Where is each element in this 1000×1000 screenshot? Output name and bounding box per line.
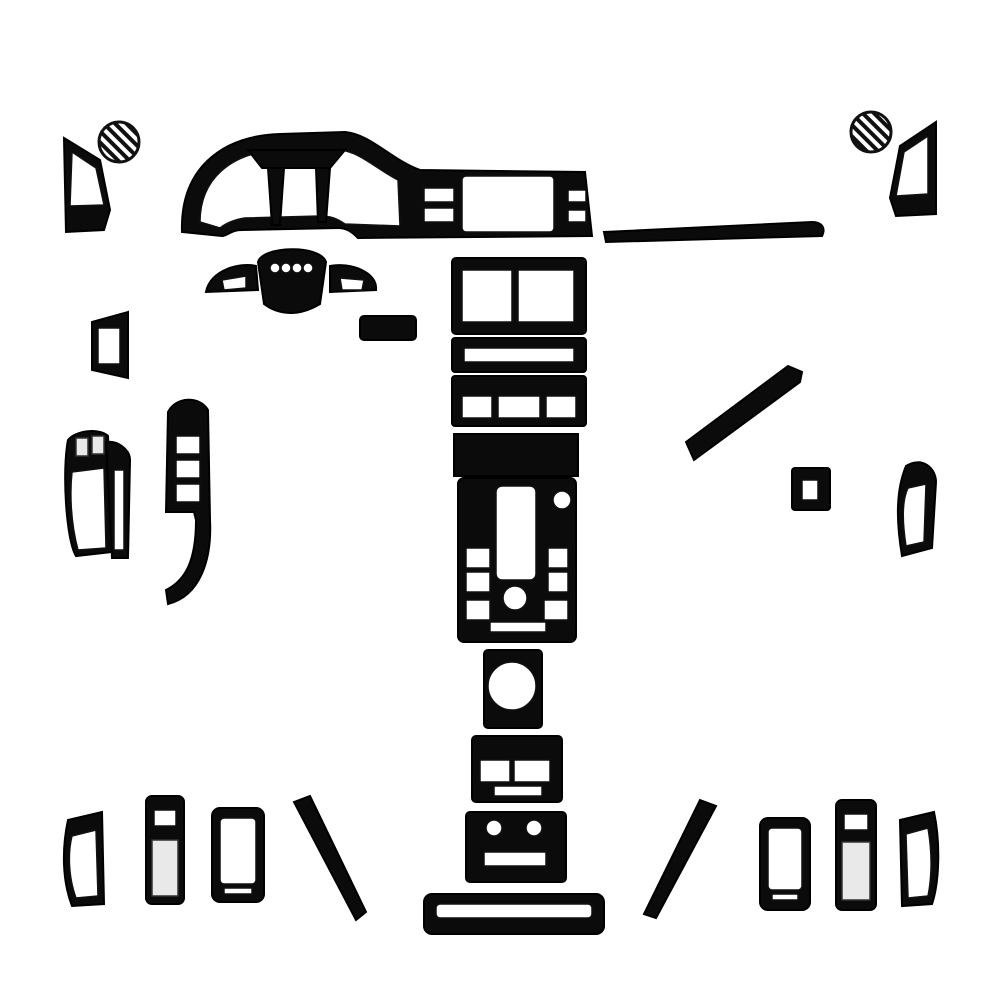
center-screen-bezel <box>461 175 555 233</box>
gear-shift-panel <box>453 433 579 643</box>
right-diagonal-strip <box>684 364 804 462</box>
right-air-vent-surround <box>888 120 937 218</box>
left-speaker-cover <box>97 120 141 164</box>
bottom-left-door-strip <box>292 794 368 922</box>
storage-tray-trim <box>423 893 605 935</box>
bottom-right-door-handle-trim <box>898 810 940 908</box>
bottom-right-window-switch-panel <box>835 799 877 911</box>
rear-vent-trim <box>471 735 563 803</box>
lower-console-panel <box>465 811 567 883</box>
right-speaker-cover <box>849 110 893 154</box>
driver-window-switch-panel <box>164 398 212 606</box>
bottom-left-door-handle-trim <box>62 810 106 908</box>
bottom-left-window-switch-panel <box>145 795 185 905</box>
steering-wheel-trim-set <box>204 248 378 314</box>
left-window-switch-panel-pair <box>64 430 132 559</box>
cup-holder-trim <box>483 649 543 729</box>
right-door-handle-trim <box>896 461 938 558</box>
small-badge-panel <box>359 315 417 341</box>
bottom-right-door-strip <box>642 798 718 920</box>
passenger-dash-strip <box>602 220 825 244</box>
bottom-right-rear-panel <box>759 817 811 911</box>
bottom-left-rear-panel <box>211 807 265 903</box>
center-console-panels <box>451 257 587 427</box>
left-air-vent-surround <box>62 136 112 234</box>
right-small-switch-panel <box>791 467 831 511</box>
left-small-switch-panel <box>91 310 129 380</box>
